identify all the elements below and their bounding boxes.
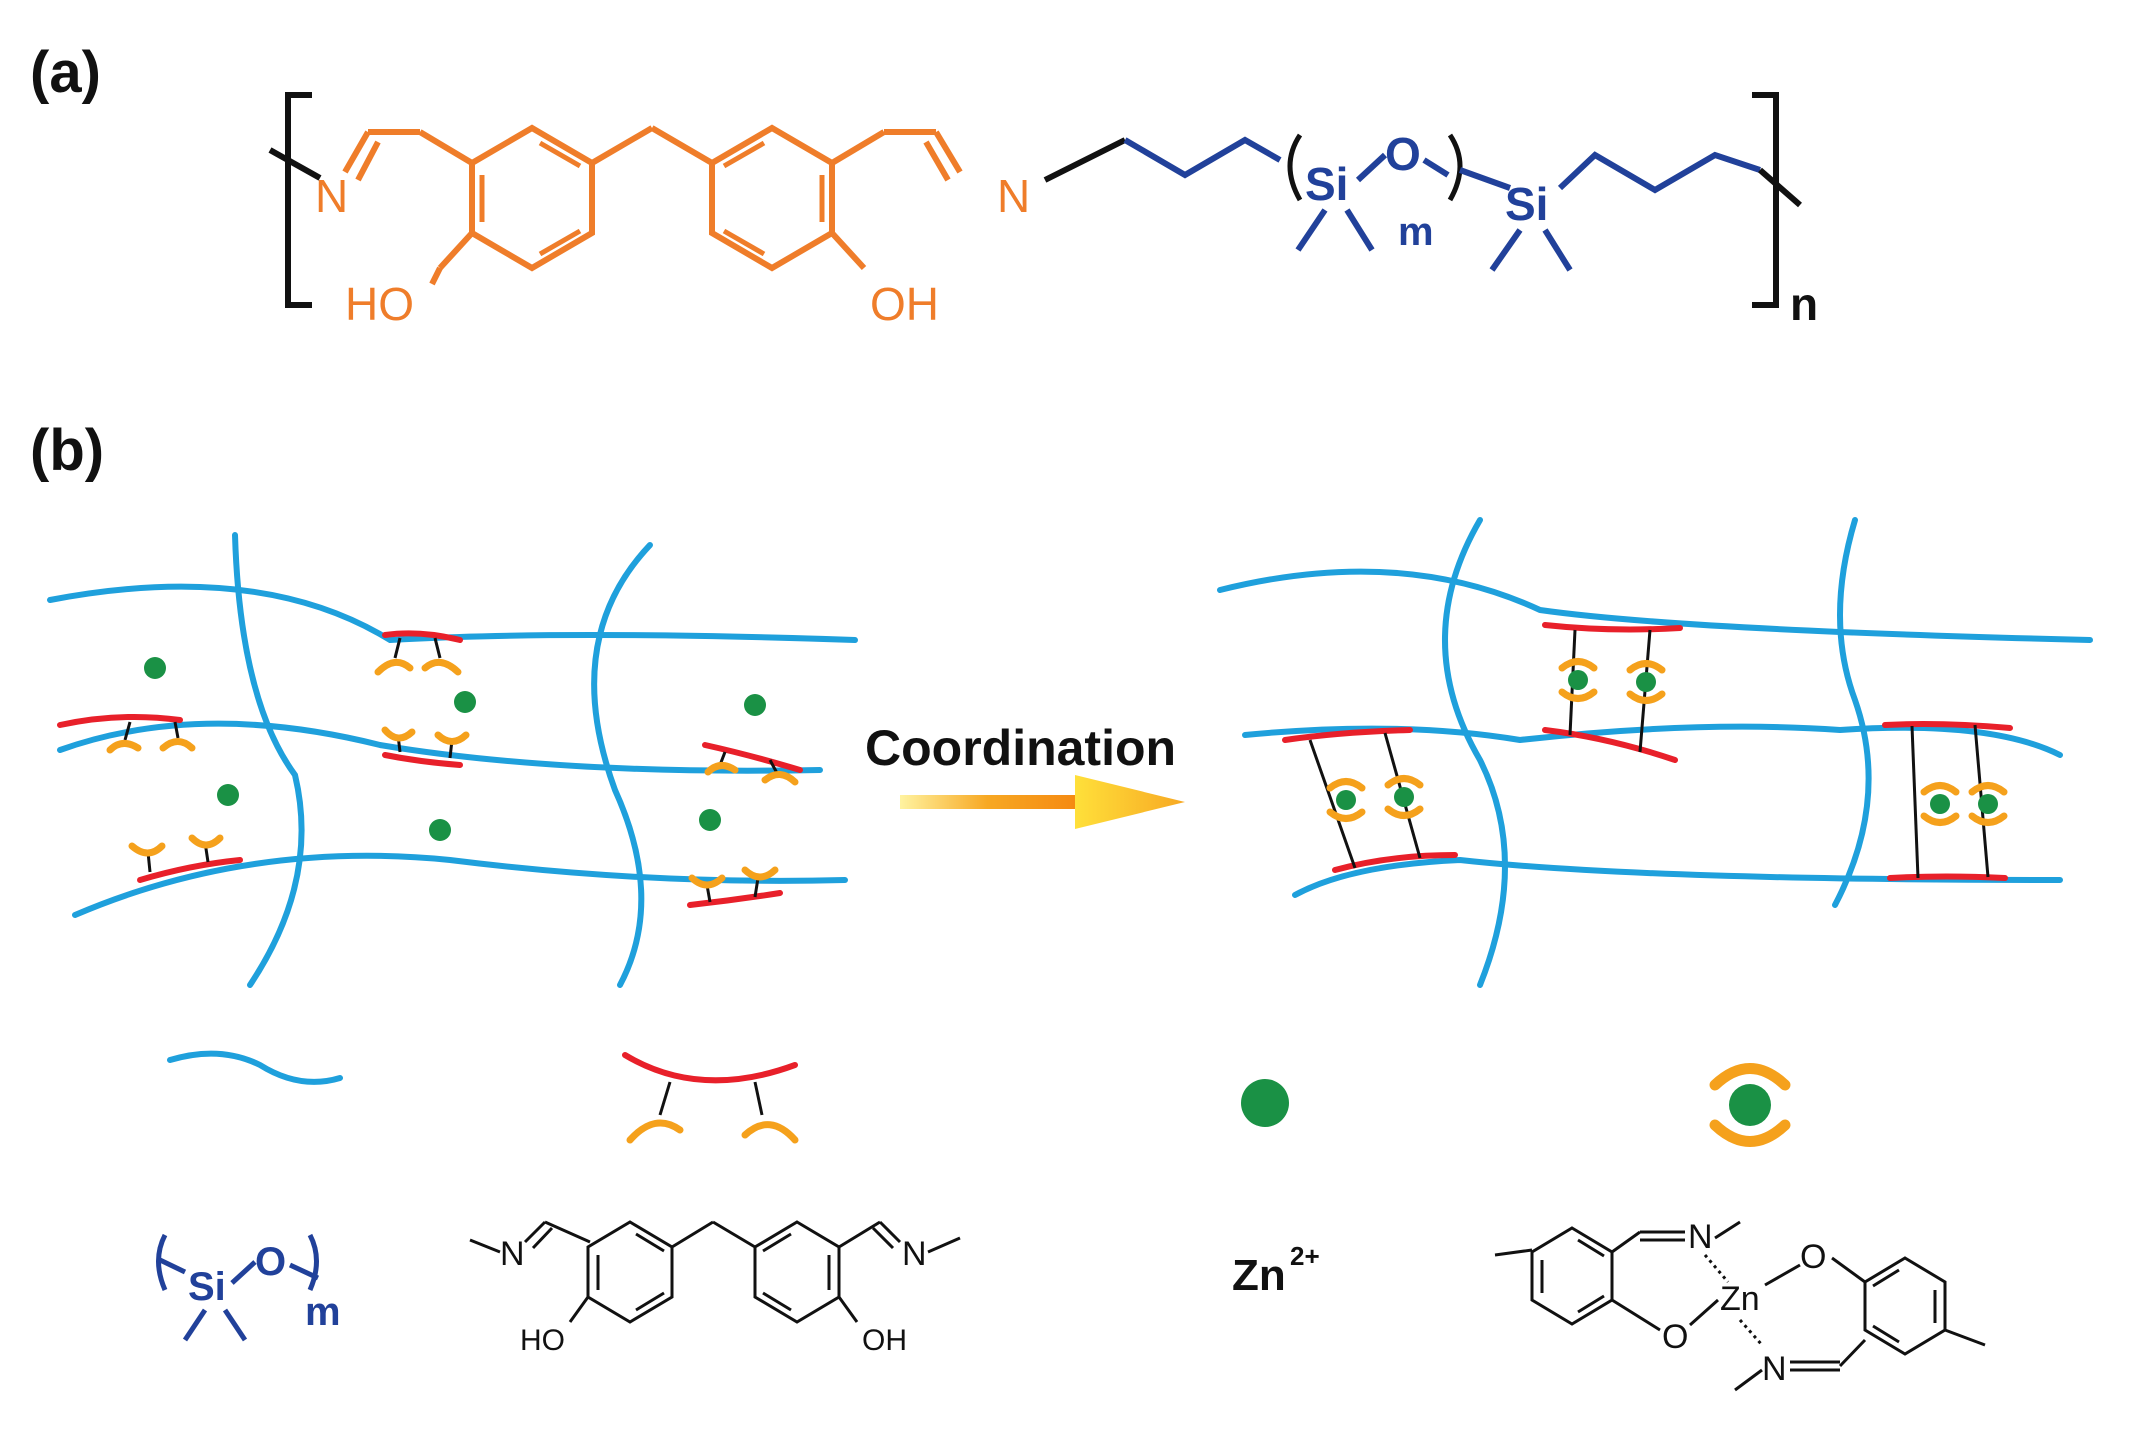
red-segment [382,752,463,768]
network-after [1217,517,2093,988]
complex-n-top: N [1688,1218,1713,1256]
chain-vertical-right [1832,517,1872,908]
right-terminal-bond [1758,167,1802,208]
zn-complex [1558,658,1598,702]
zn-complex [1384,775,1424,819]
legend-ligand-oh: OH [862,1324,907,1357]
zn-complex-structure: N O Zn O N [1494,1218,1986,1392]
orange-core: N HO OH [315,124,1030,330]
ligand-structure: N HO OH N [469,1220,961,1357]
chain-top [47,583,858,644]
imine-n-right: N [997,170,1030,222]
red-segment [1332,852,1458,873]
siloxane-structure: Si O m [156,1233,341,1342]
free-zinc-ions [144,657,766,841]
complex-n-bottom: N [1762,1350,1787,1388]
ligand-sites [106,637,799,903]
red-segment [1542,622,1683,633]
chain-vertical-right [591,542,653,988]
imine-n-left: N [315,170,348,222]
network-before [47,532,858,988]
legend-chain-icon [167,1050,343,1085]
legend-complex-icon [1709,1063,1791,1147]
legend-ligand-n-left: N [500,1235,525,1273]
m-subscript: m [1398,210,1434,254]
chain-vertical-left [1442,517,1508,988]
zn-complex [1626,660,1666,704]
panel-b-label: (b) [30,418,104,483]
si-atom-2: Si [1505,178,1548,230]
legend-icons [167,1050,1791,1147]
left-benzene-ring [469,124,595,272]
panel-a: (a) n N HO [30,40,1818,330]
legend-zn: Zn [1232,1251,1286,1300]
hydroxyl-left: HO [345,278,414,330]
red-segment [1887,873,2008,881]
coordination-label: Coordination [865,720,1176,776]
legend-zinc-icon [1241,1079,1289,1127]
panel-b: (b) [30,418,2093,1392]
chain-top [1217,568,2093,643]
hydroxyl-right: OH [870,278,939,330]
chain-middle [57,720,823,774]
red-segment [687,890,783,908]
red-segment [702,742,803,773]
right-benzene-ring [709,124,835,272]
red-segment [1882,721,2013,731]
chain-bottom [1292,856,2063,898]
red-segment [1282,727,1413,743]
legend-ligand-ho: HO [520,1324,565,1357]
left-terminal-bond [268,147,322,181]
legend-o: O [255,1240,286,1284]
si-atom-1: Si [1305,158,1348,210]
left-bracket [285,92,312,308]
complex-o-top: O [1800,1238,1826,1276]
legend-structures: Si O m N HO [156,1218,1986,1392]
legend-m: m [305,1290,341,1334]
legend-ligand-icon [622,1052,799,1144]
red-segment [137,857,243,883]
zinc-complexes [1326,658,2008,826]
zn-complex [1920,782,1960,826]
repeat-n-label: n [1790,278,1818,330]
complex-o-bottom: O [1662,1318,1688,1356]
zn-complex [1326,778,1366,822]
chain-vertical-left [232,532,305,988]
arrow-head [1075,775,1185,829]
zinc-ion-label: Zn 2+ [1232,1241,1320,1300]
o-atom: O [1385,128,1421,180]
legend-si: Si [188,1265,226,1309]
panel-a-label: (a) [30,40,101,105]
zn-complex [1968,782,2008,826]
red-segment [57,713,183,728]
siloxane-block: Si O m Si [1123,128,1761,272]
coordination-arrow: Coordination [865,720,1185,829]
complex-zn: Zn [1720,1280,1760,1318]
n-propyl-bond [1043,137,1127,183]
legend-zn-charge: 2+ [1290,1241,1320,1271]
legend-ligand-n-right: N [902,1235,927,1273]
red-segment [1542,727,1678,763]
right-bracket [1752,92,1779,308]
red-segment [382,630,463,643]
